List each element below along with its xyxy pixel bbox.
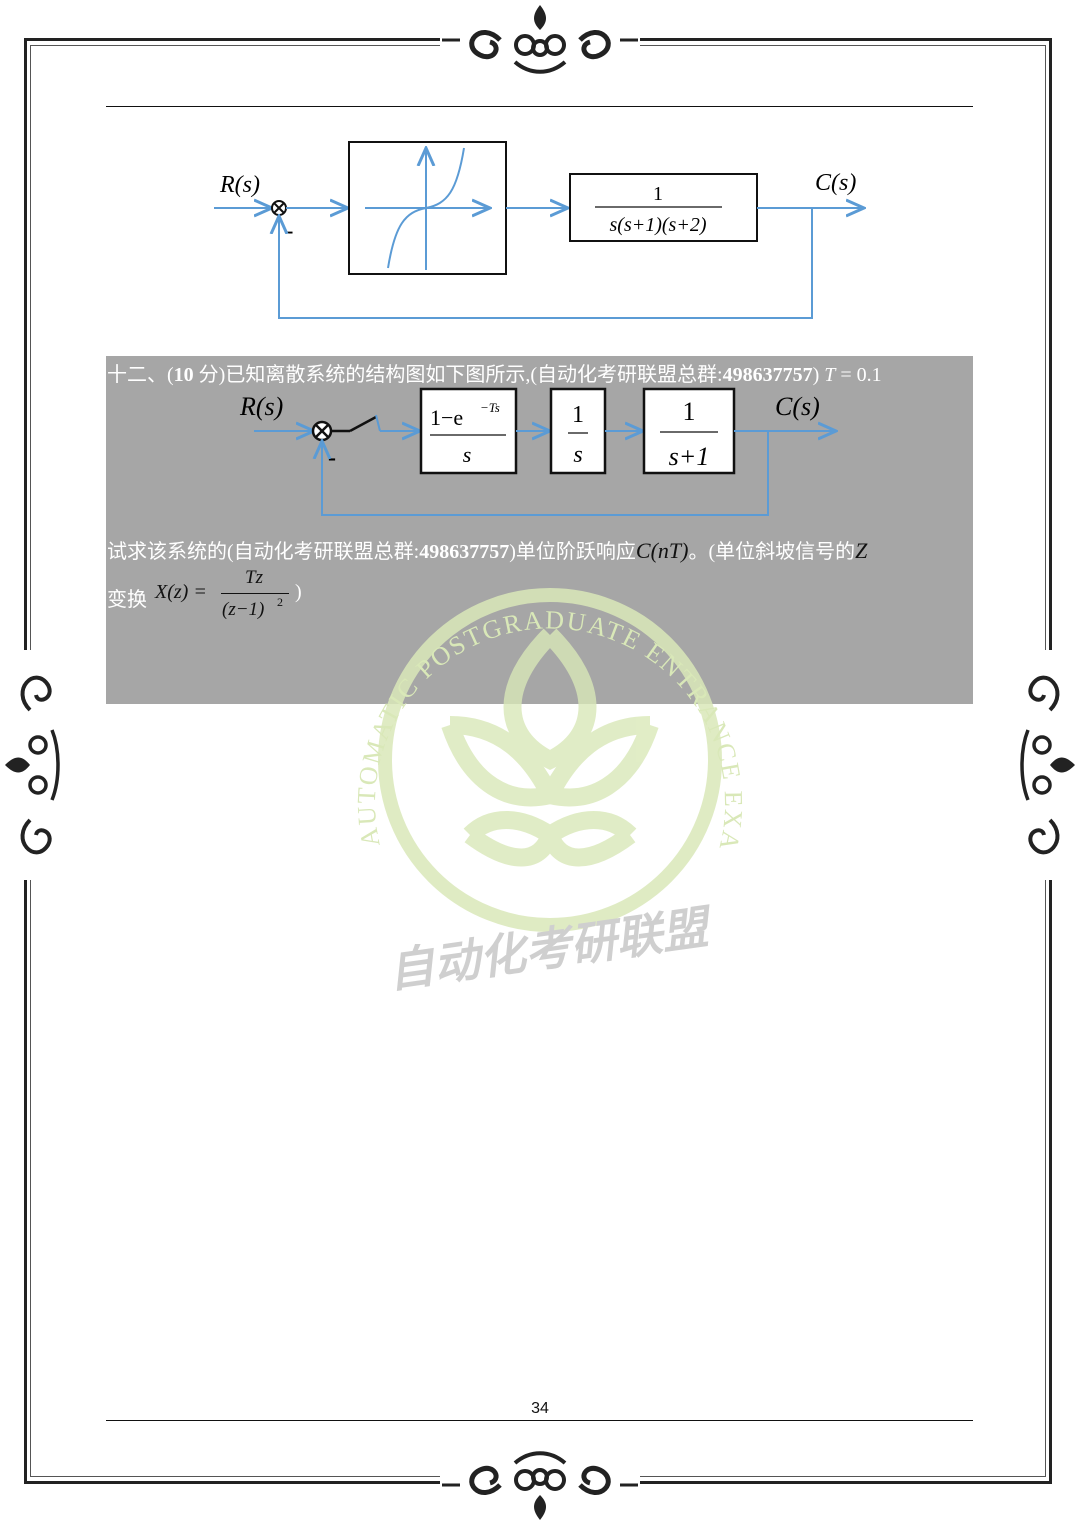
hint-numerator: Tz bbox=[245, 567, 263, 588]
nonlinear-block-diagram: R(s) - 1 s(s+1)(s+2) C(s) bbox=[214, 141, 900, 319]
right-ornament-icon bbox=[1020, 650, 1075, 880]
diagram1-output-label: C(s) bbox=[815, 170, 856, 196]
bottom-ornament-icon bbox=[440, 1451, 640, 1520]
first-order-lag-block: 1 s+1 bbox=[642, 387, 736, 475]
task-suffix-text: 。(单位斜坡信号的 bbox=[688, 541, 856, 563]
integrator-numerator: 1 bbox=[572, 402, 584, 428]
header-rule bbox=[106, 106, 973, 107]
ramp-z-transform-hint: 变换 X(z) = Tz (z−1) 2 ) bbox=[107, 565, 407, 630]
watermark-chinese-text: 自动化考研联盟 bbox=[385, 901, 717, 997]
zoh-denominator: s bbox=[463, 442, 472, 467]
paren-close: ) bbox=[812, 364, 820, 386]
hint-denominator: (z−1) bbox=[222, 599, 265, 620]
footer-rule bbox=[106, 1420, 973, 1421]
hint-fraction-bar bbox=[221, 593, 289, 594]
sampler-switch-icon bbox=[331, 414, 381, 433]
question-number: 十二、( bbox=[107, 364, 174, 386]
hint-prefix: 变换 bbox=[107, 589, 147, 611]
question-header-line: 十二、(10 分)已知离散系统的结构图如下图所示,(自动化考研联盟总群:4986… bbox=[107, 358, 882, 387]
diagram2-summing-junction bbox=[311, 420, 333, 442]
page-number: 34 bbox=[531, 1400, 549, 1417]
left-ornament-icon bbox=[5, 650, 60, 880]
lag-numerator: 1 bbox=[683, 397, 696, 426]
question-intro-text: 分)已知离散系统的结构图如下图所示,(自动化考研联盟总群: bbox=[193, 364, 723, 386]
sampling-period-symbol: T bbox=[824, 364, 836, 386]
diagram1-minus-sign: - bbox=[286, 218, 293, 243]
zoh-exponent: −Ts bbox=[480, 400, 500, 415]
zero-order-hold-block: 1−e −Ts s bbox=[419, 387, 518, 475]
diagram1-summing-junction bbox=[271, 200, 287, 216]
discrete-block-diagram: R(s) - 1−e −Ts s 1 s 1 s+1 C(s) bbox=[239, 387, 870, 516]
nonlinearity-block bbox=[348, 141, 507, 275]
top-ornament-icon bbox=[440, 5, 640, 74]
task-mid-text: )单位阶跃响应 bbox=[509, 541, 636, 563]
plant-transfer-block: 1 s(s+1)(s+2) bbox=[569, 173, 758, 242]
alliance-watermark-icon: AUTOMATIC POSTGRADUATE ENTRANCE EXAMINAT… bbox=[300, 545, 746, 997]
plant-denominator: s(s+1)(s+2) bbox=[610, 214, 707, 236]
hint-lhs: X(z) = bbox=[155, 581, 207, 603]
plant-numerator: 1 bbox=[653, 183, 663, 205]
diagram2-minus-sign: - bbox=[328, 445, 336, 471]
diagram2-input-label: R(s) bbox=[239, 392, 283, 421]
integrator-denominator: s bbox=[573, 442, 582, 468]
z-symbol: Z bbox=[855, 538, 868, 563]
sampling-period-value: = 0.1 bbox=[835, 364, 882, 386]
integrator-block: 1 s bbox=[549, 387, 607, 475]
lag-denominator: s+1 bbox=[669, 442, 710, 471]
diagram2-output-label: C(s) bbox=[775, 392, 820, 421]
group-id: 498637757 bbox=[722, 364, 813, 386]
task-intro-text: 试求该系统的(自动化考研联盟总群: bbox=[107, 541, 420, 563]
hint-close-paren: ) bbox=[295, 581, 302, 603]
hint-exponent: 2 bbox=[277, 595, 283, 609]
zoh-numerator: 1−e bbox=[430, 405, 463, 430]
diagram1-input-label: R(s) bbox=[219, 172, 260, 198]
question-points: 10 bbox=[173, 364, 194, 386]
step-response-symbol: C(nT) bbox=[635, 538, 689, 563]
question-task-line: 试求该系统的(自动化考研联盟总群:498637757)单位阶跃响应C(nT)。(… bbox=[107, 535, 867, 564]
group-id-2: 498637757 bbox=[419, 541, 510, 563]
